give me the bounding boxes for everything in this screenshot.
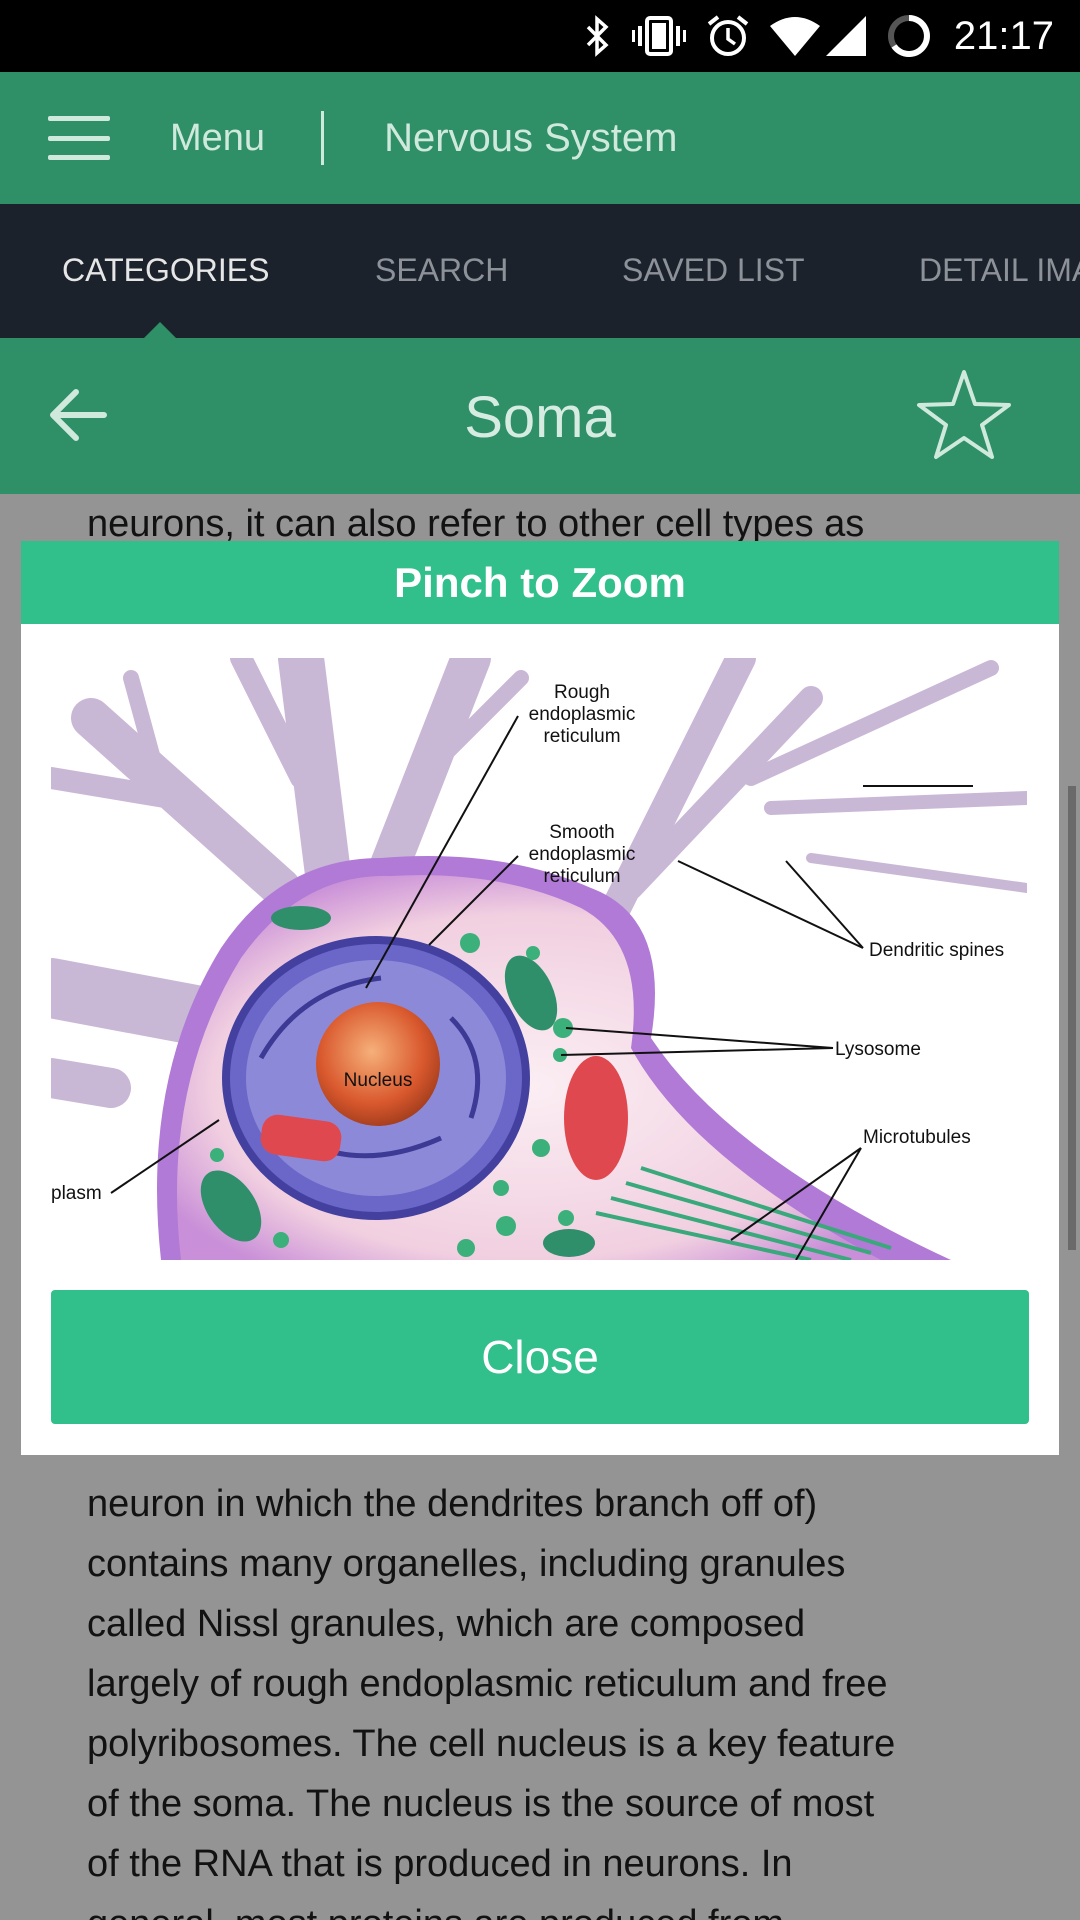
- label-smooth-er-3: reticulum: [543, 866, 620, 887]
- battery-charging-icon: [886, 13, 932, 59]
- scrollbar[interactable]: [1068, 786, 1076, 1250]
- app-bar-divider: [321, 111, 325, 165]
- tab-saved-list[interactable]: SAVED LIST: [622, 252, 805, 288]
- active-tab-indicator: [142, 322, 178, 340]
- article-text-line: of the RNA that is produced in neurons. …: [87, 1843, 793, 1885]
- alarm-icon: [706, 14, 750, 58]
- article-text-line: general, most proteins are produced from: [87, 1894, 1007, 1920]
- label-smooth-er-1: Smooth: [549, 822, 614, 843]
- article-text-line: contains many organelles, including gran…: [87, 1543, 846, 1585]
- app-bar: Menu Nervous System: [0, 72, 1080, 204]
- bluetooth-icon: [584, 15, 612, 57]
- label-rough-er-2: endoplasmic: [529, 704, 636, 725]
- article-text-line: polyribosomes. The cell nucleus is a key…: [87, 1723, 896, 1765]
- label-rough-er-3: reticulum: [543, 726, 620, 747]
- clock: 21:17: [953, 13, 1054, 58]
- dialog-title: Pinch to Zoom: [21, 541, 1059, 624]
- hamburger-menu-icon[interactable]: [48, 116, 110, 160]
- label-lysosome: Lysosome: [835, 1039, 921, 1060]
- label-smooth-er-2: endoplasmic: [529, 844, 636, 865]
- tab-categories[interactable]: CATEGORIES: [62, 252, 270, 288]
- wifi-icon: [769, 16, 820, 56]
- article-text-line: neuron in which the dendrites branch off…: [87, 1483, 818, 1525]
- tab-detail-images[interactable]: DETAIL IMA: [919, 252, 1080, 288]
- back-arrow-icon[interactable]: [46, 384, 108, 451]
- article-text-line: of the soma. The nucleus is the source o…: [87, 1783, 875, 1825]
- label-rough-er-1: Rough: [554, 682, 610, 703]
- neuron-diagram-image[interactable]: Rough endoplasmic reticulum Smooth endop…: [51, 658, 1027, 1260]
- close-button[interactable]: Close: [51, 1290, 1029, 1424]
- label-microtubules: Microtubules: [863, 1127, 971, 1148]
- signal-icon: [825, 16, 866, 56]
- favorite-star-icon[interactable]: [916, 368, 1012, 465]
- zoom-dialog: Pinch to Zoom: [21, 541, 1059, 1455]
- label-nucleus: Nucleus: [344, 1070, 413, 1091]
- label-cytoplasm: plasm: [51, 1183, 102, 1204]
- tab-bar: CATEGORIES SEARCH SAVED LIST DETAIL IMA: [0, 204, 1080, 338]
- vibrate-icon: [631, 15, 686, 57]
- article-text-line: called Nissl granules, which are compose…: [87, 1603, 806, 1645]
- detail-header: Soma: [0, 338, 1080, 494]
- article-text-line: largely of rough endoplasmic reticulum a…: [87, 1663, 888, 1705]
- article-text-line: neurons, it can also refer to other cell…: [87, 503, 865, 545]
- label-dendritic-spines: Dendritic spines: [869, 940, 1004, 961]
- menu-button[interactable]: Menu: [170, 116, 266, 159]
- tab-search[interactable]: SEARCH: [375, 252, 509, 288]
- page-title: Soma: [464, 385, 616, 450]
- status-bar: 21:17: [0, 0, 1080, 72]
- app-title: Nervous System: [384, 115, 678, 160]
